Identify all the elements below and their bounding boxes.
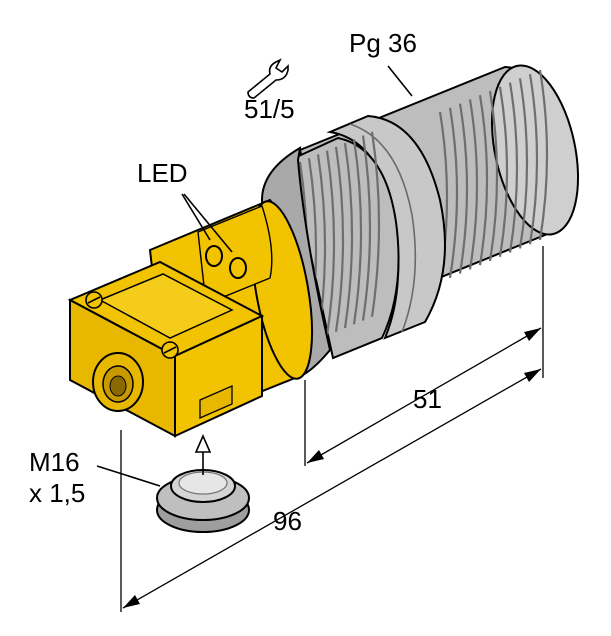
leader-lines [96,65,413,487]
dimension-51-arrow-start [307,450,324,463]
thread-line [334,146,345,333]
connector-thread-label-line2: x 1,5 [29,478,85,508]
thread-line [325,150,336,336]
dimension-96-arrow-start [123,595,140,608]
thread-line [508,82,519,253]
led-2-icon [229,257,247,279]
thread-line [361,135,372,321]
led-plate [197,205,273,305]
leader-thread-size [387,65,413,97]
thread-line [538,69,549,241]
thread-line [343,142,354,329]
thread-line [528,74,539,245]
connector-thread-label-line1: M16 [29,447,80,477]
arrow-up-icon [194,434,212,475]
dimension-51-line [306,327,542,464]
led-label: LED [137,158,188,188]
dimension-lines [120,246,544,612]
yellow-housing [67,198,313,438]
dimension-96-label: 96 [273,506,302,536]
thread-line [518,78,529,249]
threaded-barrel [260,64,580,380]
dimension-96-arrow-end [524,369,541,382]
leader-led-1 [181,193,211,241]
thread-line [448,107,459,278]
thread-line [488,90,499,262]
thread-line [352,139,363,325]
connector-side [174,314,263,438]
barrel-rear-thread [288,136,400,360]
wrench-size-label: 51/5 [244,94,295,124]
connector-cover [98,273,234,339]
dimension-96-line [122,368,542,609]
led-1-icon [205,245,223,267]
thread-line [370,131,381,317]
thread-size-label: Pg 36 [349,28,417,58]
dimension-51-arrow-end [524,328,541,341]
thread-line [458,103,469,274]
sealing-plug [156,469,250,533]
thread-line [498,86,509,257]
dimension-51-label: 51 [413,384,442,414]
leader-connector-thread [96,465,161,487]
thread-line [468,99,479,270]
leader-led-2 [183,193,233,253]
thread-line [478,95,489,266]
wrench-icon [247,58,289,99]
